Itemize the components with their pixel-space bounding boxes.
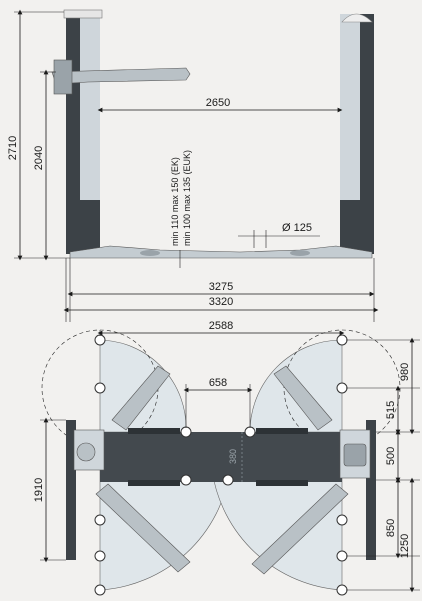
dim-right-850: 850 bbox=[385, 519, 397, 537]
left-column bbox=[63, 9, 103, 254]
lift-arms bbox=[95, 365, 349, 575]
right-column-plan bbox=[339, 420, 376, 560]
top-view: 2588 658 380 1910 980 515 500 850 1250 bbox=[33, 320, 420, 596]
floor-plate bbox=[69, 245, 373, 259]
base-beam bbox=[100, 432, 342, 482]
dim-arm-gap: 658 bbox=[209, 377, 227, 389]
dim-beam-mark: 380 bbox=[228, 449, 238, 464]
left-column-plan bbox=[66, 420, 105, 560]
dim-clear-width: 2650 bbox=[206, 97, 230, 109]
lifting-arm-raised bbox=[51, 59, 191, 95]
dim-right-1250: 1250 bbox=[399, 534, 411, 558]
pad-holes bbox=[94, 334, 348, 596]
right-column bbox=[340, 13, 374, 254]
dim-diameter: Ø 125 bbox=[282, 222, 312, 234]
dim-arm-height: 2040 bbox=[33, 146, 45, 170]
dim-outer-base: 3320 bbox=[209, 296, 233, 308]
dim-right-980: 980 bbox=[399, 363, 411, 381]
dim-column-span: 2588 bbox=[209, 320, 233, 332]
dim-min-max-ek: min 110 max 150 (EK) bbox=[170, 157, 180, 246]
dim-right-500: 500 bbox=[385, 447, 397, 465]
side-view: 2710 2040 2650 min 110 max 150 (EK) min … bbox=[7, 9, 379, 322]
dim-inner-base: 3275 bbox=[209, 281, 233, 293]
dim-right-515: 515 bbox=[385, 401, 397, 419]
dim-min-max-euk: min 100 max 135 (EUK) bbox=[182, 150, 192, 246]
dim-height-1910: 1910 bbox=[33, 478, 45, 502]
dim-total-height: 2710 bbox=[7, 136, 19, 160]
